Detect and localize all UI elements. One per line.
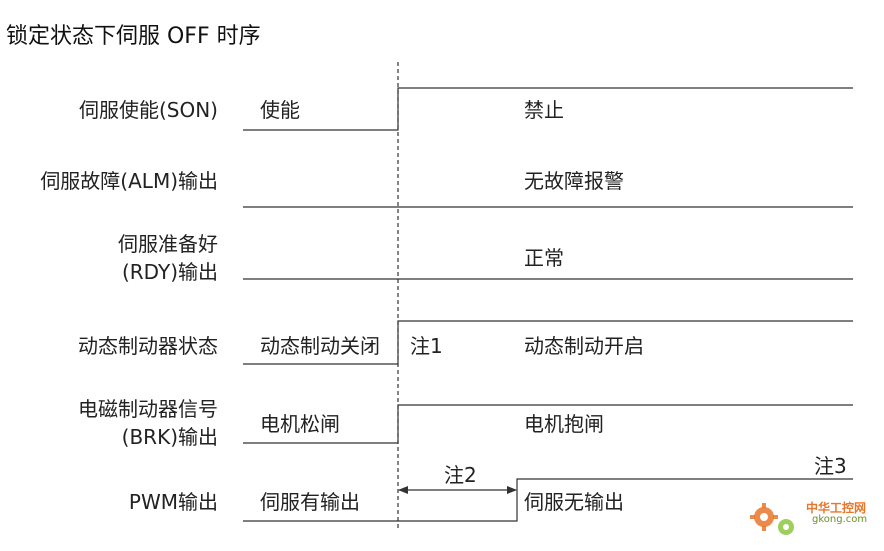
- pwm-waveform: [243, 478, 853, 522]
- signal-label-rdy-line1: 伺服准备好: [118, 232, 218, 256]
- signal-label-brk-line1: 电磁制动器信号: [78, 397, 218, 421]
- son-state-before: 使能: [260, 98, 300, 122]
- signal-label-pwm: PWM输出: [128, 490, 218, 514]
- dynamic-brake-state-after: 动态制动开启: [524, 334, 644, 358]
- signal-label-brk-line2: (BRK)输出: [121, 425, 218, 449]
- pwm-state-before: 伺服有输出: [260, 490, 360, 514]
- watermark-line2: gkong.com: [812, 514, 868, 525]
- note-3: 注3: [814, 454, 847, 478]
- son-state-after: 禁止: [524, 98, 564, 122]
- gear-icon: [750, 503, 794, 535]
- dynamic-brake-waveform: [243, 320, 853, 365]
- note-1: 注1: [410, 334, 443, 358]
- signal-label-son: 伺服使能(SON): [78, 98, 218, 122]
- signal-label-rdy-line2: (RDY)输出: [121, 260, 218, 284]
- dynamic-brake-state-before: 动态制动关闭: [260, 334, 380, 358]
- gkong-logo: [750, 503, 794, 535]
- rdy-state-after: 正常: [524, 246, 564, 270]
- signal-label-alm: 伺服故障(ALM)输出: [40, 169, 218, 193]
- pwm-state-after: 伺服无输出: [524, 490, 624, 514]
- note-2: 注2: [444, 463, 477, 487]
- signal-label-dynamic-brake: 动态制动器状态: [78, 334, 218, 358]
- brk-waveform: [243, 404, 853, 444]
- watermark-line1: 中华工控网: [806, 501, 867, 515]
- brk-state-before: 电机松闸: [260, 412, 340, 436]
- brk-state-after: 电机抱闸: [524, 412, 604, 436]
- alm-state-after: 无故障报警: [524, 169, 624, 193]
- son-waveform: [243, 87, 853, 131]
- page-title: 锁定状态下伺服 OFF 时序: [6, 24, 261, 49]
